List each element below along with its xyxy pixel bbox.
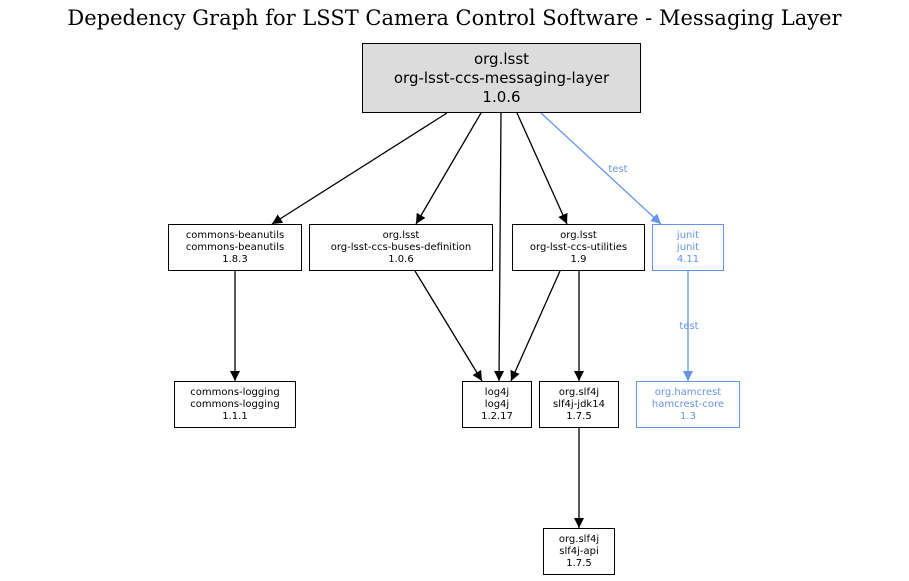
node-group: commons-logging (190, 386, 280, 398)
node-version: 1.3 (680, 410, 696, 422)
node-group: log4j (484, 386, 510, 398)
edge-root-to-buses (415, 112, 482, 225)
node-group: org.lsst (382, 229, 420, 241)
edge-root-to-beanutils (271, 112, 448, 225)
node-artifact: log4j (484, 398, 510, 410)
node-group: commons-beanutils (185, 229, 285, 241)
node-version: 1.7.5 (566, 557, 592, 569)
node-artifact: slf4j-api (559, 545, 599, 557)
edge-root-to-utilities (516, 112, 568, 225)
edge-label-junit-to-hamcrest: test (679, 321, 698, 332)
node-group: org.lsst (473, 49, 530, 68)
edge-utilities-to-log4j (510, 270, 561, 382)
node-group: junit (676, 229, 700, 241)
graph-title: Depedency Graph for LSST Camera Control … (67, 6, 842, 30)
node-version: 4.11 (676, 253, 700, 265)
node-artifact: slf4j-jdk14 (553, 398, 605, 410)
node-group: org.slf4j (558, 533, 600, 545)
node-artifact: commons-beanutils (185, 241, 285, 253)
node-artifact: commons-logging (190, 398, 280, 410)
node-version: 1.0.6 (482, 87, 521, 106)
edge-label-root-to-junit: test (608, 164, 627, 175)
node-artifact: junit (676, 241, 700, 253)
node-artifact: org-lsst-ccs-buses-definition (330, 241, 472, 253)
node-version: 1.1.1 (222, 410, 248, 422)
node-artifact: hamcrest-core (651, 398, 725, 410)
edge-buses-to-log4j (414, 270, 483, 382)
node-version: 1.2.17 (481, 410, 513, 422)
edge-root-to-junit (540, 112, 662, 225)
node-group: org.lsst (560, 229, 597, 241)
node-group: org.hamcrest (654, 386, 722, 398)
edge-root-to-log4j (494, 112, 505, 382)
node-version: 1.9 (570, 253, 587, 265)
node-group: org.slf4j (558, 386, 600, 398)
node-version: 1.0.6 (388, 253, 414, 265)
node-version: 1.7.5 (566, 410, 592, 422)
node-artifact: org-lsst-ccs-utilities (529, 241, 628, 253)
node-version: 1.8.3 (222, 253, 248, 265)
node-artifact: org-lsst-ccs-messaging-layer (393, 68, 610, 87)
